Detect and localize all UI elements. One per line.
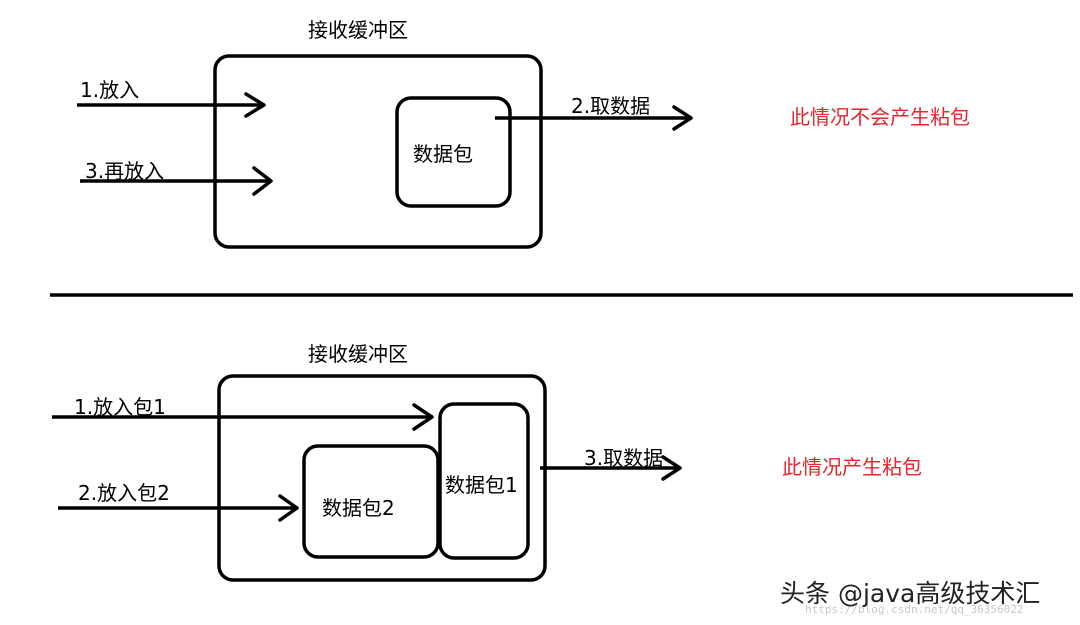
top-note: 此情况不会产生粘包	[790, 105, 970, 129]
source-watermark: 头条 @java高级技术汇	[780, 579, 1040, 608]
bottom-buffer-title: 接收缓冲区	[308, 342, 408, 366]
bottom-input-arrowhead-1	[412, 403, 434, 431]
top-receive-buffer	[213, 54, 543, 249]
bottom-output-label: 3.取数据	[584, 446, 663, 470]
top-input-label-1: 1.放入	[80, 78, 139, 102]
top-input-label-2: 3.再放入	[85, 159, 164, 183]
bottom-note: 此情况产生粘包	[782, 455, 922, 479]
bottom-input-label-1: 1.放入包1	[74, 395, 166, 419]
url-watermark: https://blog.csdn.net/qq_36356022	[805, 603, 1024, 616]
top-output-label: 2.取数据	[571, 94, 650, 118]
top-buffer-title: 接收缓冲区	[308, 18, 408, 42]
bottom-packet-2-label: 数据包2	[322, 496, 395, 520]
bottom-input-arrowhead-2	[278, 494, 299, 522]
top-packet-label: 数据包	[413, 142, 473, 166]
bottom-input-label-2: 2.放入包2	[78, 481, 170, 505]
top-input-arrowhead-2	[252, 166, 273, 196]
bottom-output-arrowhead	[661, 455, 682, 481]
bottom-packet-2-box	[302, 444, 440, 559]
bottom-packet-1-box	[438, 402, 530, 560]
bottom-receive-buffer	[217, 374, 547, 582]
top-packet-box	[395, 96, 512, 208]
bottom-packet-1-label: 数据包1	[445, 473, 518, 497]
top-input-arrowhead-1	[244, 92, 266, 118]
top-output-arrowhead	[672, 105, 693, 131]
